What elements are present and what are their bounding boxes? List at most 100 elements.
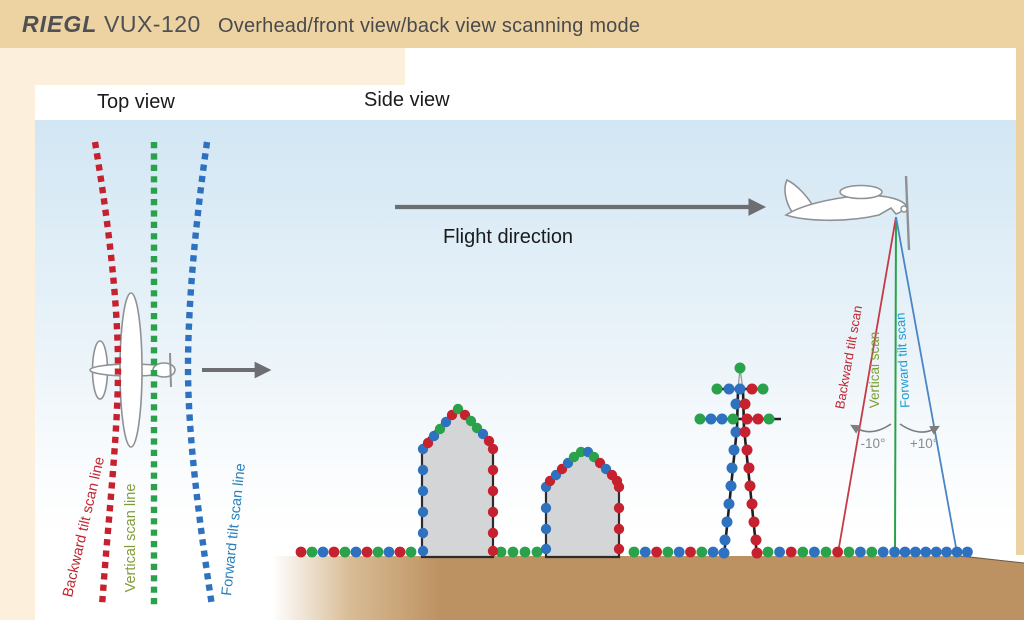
scan-dot-green bbox=[434, 423, 446, 435]
scan-dot-blue bbox=[726, 462, 738, 474]
scan-dot-blue bbox=[417, 506, 429, 518]
scan-dot-green bbox=[734, 362, 746, 374]
scan-dot-blue bbox=[730, 398, 742, 410]
forward-scan-line-side bbox=[895, 216, 958, 554]
scan-dot-red bbox=[685, 546, 696, 558]
scan-dot-blue bbox=[723, 383, 735, 395]
scan-dot-green bbox=[843, 546, 855, 558]
scan-dot-green bbox=[507, 546, 519, 558]
scan-dot-blue bbox=[383, 546, 395, 558]
scan-dot-blue bbox=[417, 527, 429, 539]
scan-dot-red bbox=[487, 443, 499, 455]
scan-dot-blue bbox=[962, 546, 973, 558]
scan-dot-blue bbox=[721, 516, 733, 528]
scan-dot-blue bbox=[540, 502, 552, 514]
scan-dot-red bbox=[744, 480, 756, 492]
scan-dot-green bbox=[711, 383, 723, 395]
scan-dot-red bbox=[832, 546, 843, 558]
scan-dot-blue bbox=[716, 413, 728, 425]
backward-scan-line-side bbox=[837, 216, 897, 554]
backward-scan-line-top bbox=[91, 141, 122, 607]
scan-dot-red bbox=[750, 534, 762, 546]
riegl-logo: RIEGL bbox=[22, 11, 98, 37]
scan-dot-red bbox=[487, 527, 499, 539]
top-view-label: Top view bbox=[97, 91, 175, 113]
scan-dot-red bbox=[748, 516, 760, 528]
scan-dot-blue bbox=[719, 534, 731, 546]
side-view-aircraft bbox=[784, 175, 911, 251]
header-bar: RIEGL VUX-120 Overhead/front view/back v… bbox=[0, 0, 1024, 48]
scan-dot-blue bbox=[705, 413, 717, 425]
angle-label-forward: +10° bbox=[910, 436, 938, 451]
angle-arc-forward bbox=[899, 423, 940, 435]
scan-dot-blue bbox=[417, 464, 429, 476]
scan-dot-green bbox=[628, 546, 640, 558]
scan-dot-blue bbox=[718, 547, 730, 559]
scan-dot-red bbox=[487, 506, 499, 518]
scan-dot-blue bbox=[350, 546, 362, 558]
forward-scan-line-top-label: Forward tilt scan line bbox=[219, 463, 249, 597]
top-view-aircraft bbox=[89, 292, 176, 448]
scan-dot-blue bbox=[673, 546, 685, 558]
header-cream-notch bbox=[0, 48, 405, 85]
scan-dot-blue bbox=[809, 546, 820, 558]
backward-scan-line-side-label: Backward tilt scan bbox=[832, 304, 865, 410]
scan-dot-green bbox=[452, 403, 464, 415]
scan-dot-blue bbox=[734, 383, 746, 395]
scan-dot-red bbox=[394, 546, 406, 558]
scan-dot-green bbox=[696, 546, 708, 558]
scan-dot-blue bbox=[941, 546, 952, 558]
scan-dot-blue bbox=[877, 546, 889, 558]
power-pole bbox=[699, 368, 781, 557]
scan-dot-red bbox=[613, 543, 625, 555]
forward-scan-line-top bbox=[184, 141, 216, 607]
scan-dot-green bbox=[763, 413, 775, 425]
backward-scan-line-top-label: Backward tilt scan line bbox=[60, 455, 108, 598]
scan-dot-red bbox=[487, 545, 499, 557]
scan-dot-red bbox=[752, 413, 764, 425]
scan-dot-blue bbox=[889, 546, 900, 558]
scan-dot-red bbox=[487, 464, 499, 476]
ground bbox=[35, 556, 1024, 620]
scan-dot-blue bbox=[417, 485, 429, 497]
scan-dot-green bbox=[820, 546, 832, 558]
scan-dot-red bbox=[746, 498, 758, 510]
scan-dot-green bbox=[465, 415, 477, 427]
vertical-scan-line-side-label: Vertical scan bbox=[867, 332, 882, 409]
scan-dot-blue bbox=[725, 480, 737, 492]
scan-dot-blue bbox=[855, 546, 866, 558]
side-view-label: Side view bbox=[364, 89, 450, 111]
scan-dot-green bbox=[405, 546, 417, 558]
scan-dot-red bbox=[751, 547, 763, 559]
scan-dot-blue bbox=[540, 543, 552, 555]
scan-dot-blue bbox=[440, 416, 452, 428]
scan-dot-red bbox=[613, 502, 625, 514]
scan-dot-green bbox=[762, 546, 774, 558]
scan-dot-green bbox=[306, 546, 318, 558]
scan-dot-green bbox=[757, 383, 769, 395]
scan-dot-red bbox=[741, 413, 753, 425]
scan-dot-red bbox=[613, 523, 625, 535]
scan-dot-blue bbox=[540, 523, 552, 535]
scan-dot-blue bbox=[920, 546, 932, 558]
scan-dot-blue bbox=[899, 546, 911, 558]
scan-dot-blue bbox=[317, 546, 329, 558]
vertical-scan-line-side bbox=[894, 216, 897, 554]
propeller-spinner bbox=[900, 205, 908, 213]
scan-dot-green bbox=[797, 546, 809, 558]
model-name: VUX-120 bbox=[104, 11, 201, 37]
scan-dot-red bbox=[328, 546, 340, 558]
scan-dot-green bbox=[727, 413, 739, 425]
scan-dot-red bbox=[295, 546, 307, 558]
scan-dot-red bbox=[739, 398, 751, 410]
scan-dot-green bbox=[694, 413, 706, 425]
scan-dot-red bbox=[361, 546, 373, 558]
propeller-blade-side bbox=[904, 175, 911, 251]
scan-dot-green bbox=[495, 546, 507, 558]
scan-dot-blue bbox=[477, 428, 489, 440]
scan-dot-blue bbox=[910, 546, 921, 558]
right-margin-strip bbox=[1016, 48, 1024, 620]
page-title: Overhead/front view/back view scanning m… bbox=[218, 15, 641, 37]
vertical-scan-line-top-label: Vertical scan line bbox=[123, 484, 139, 593]
